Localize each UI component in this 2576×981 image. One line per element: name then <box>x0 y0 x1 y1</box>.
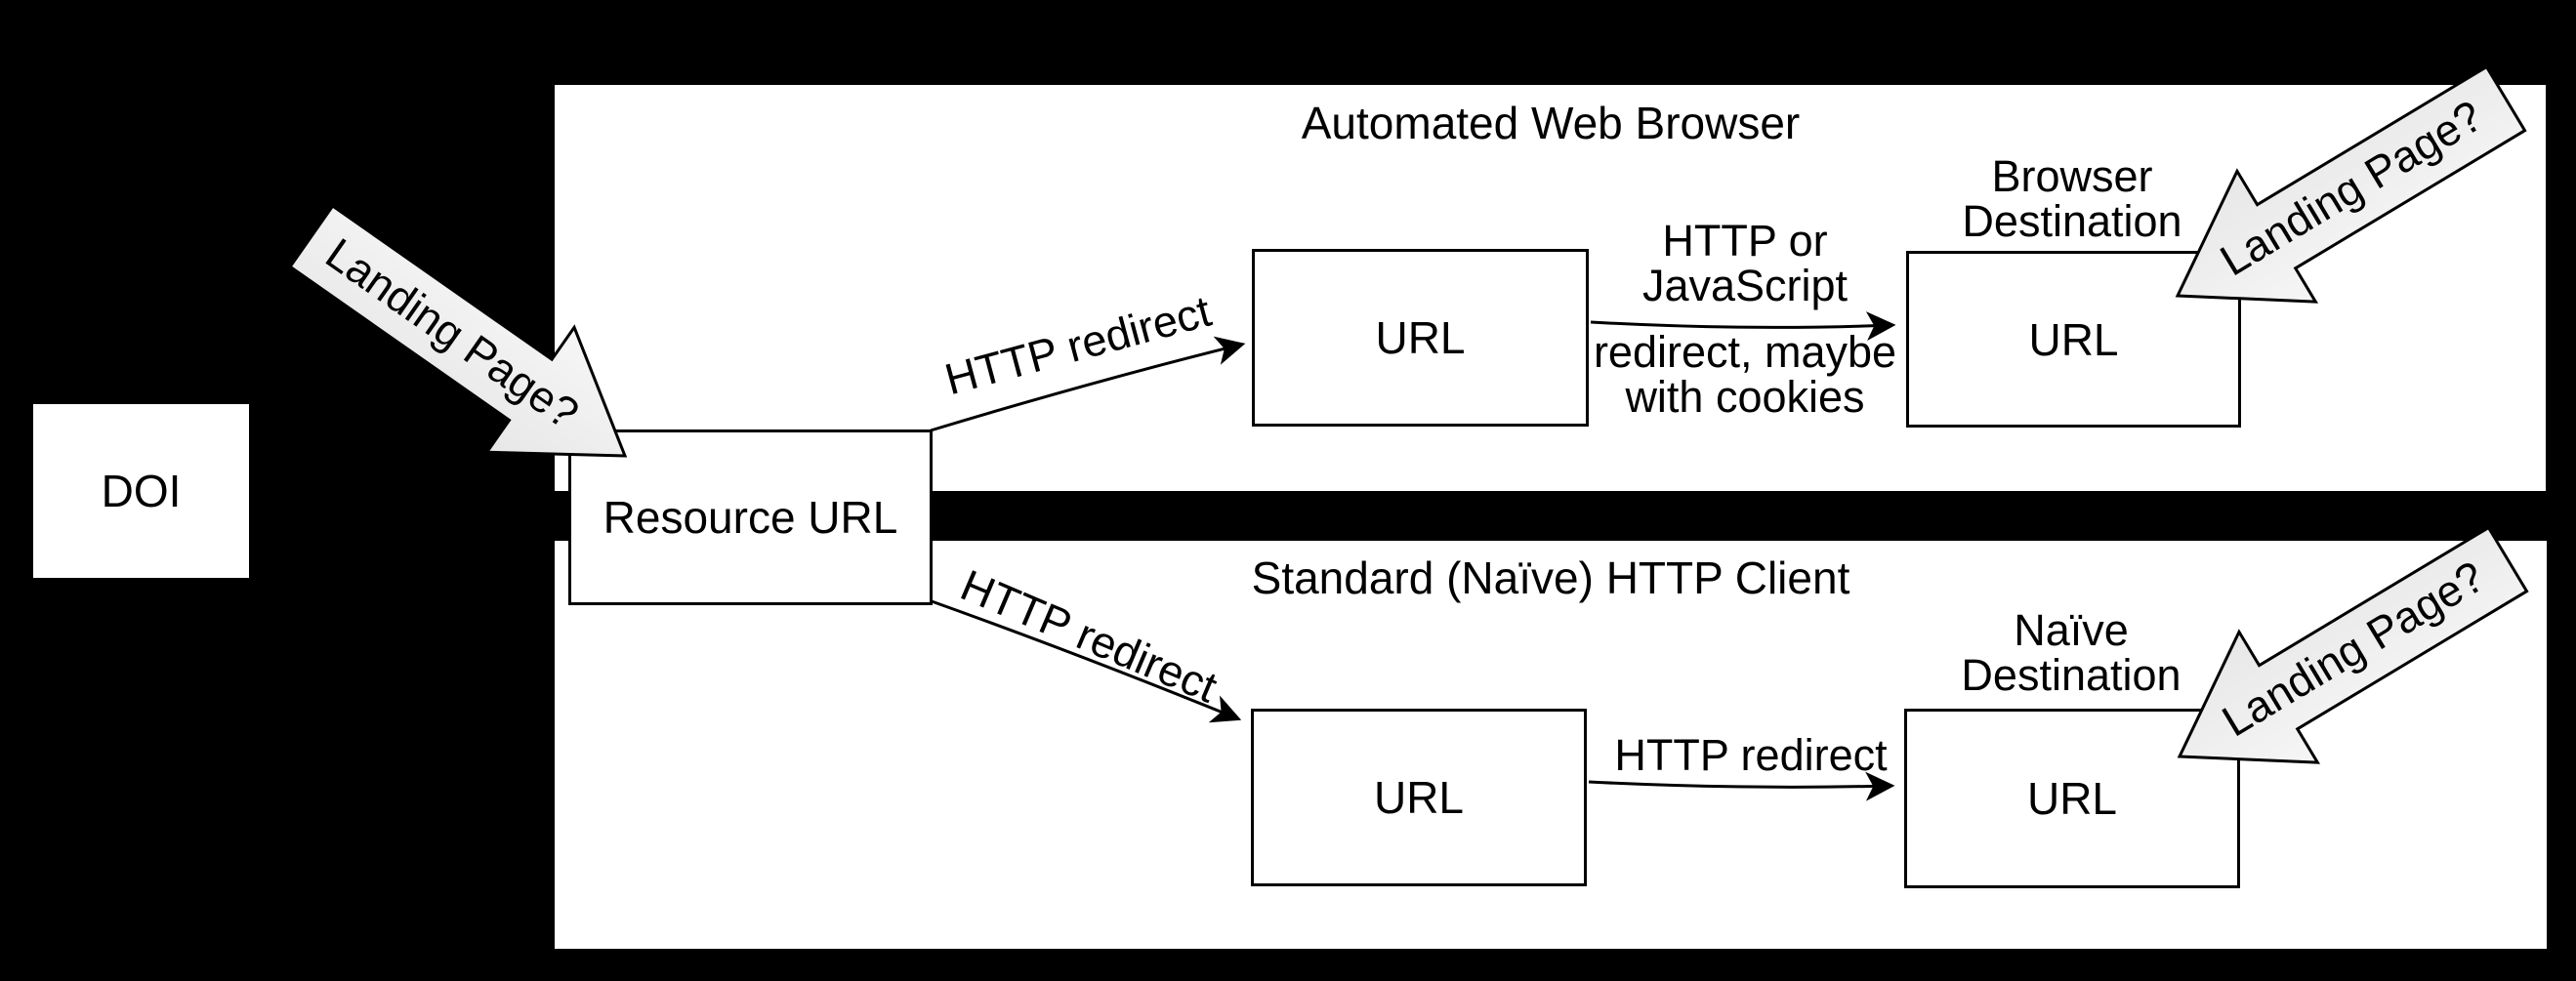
naive-destination-caption-line2: Destination <box>1961 650 2181 700</box>
doi-box-label: DOI <box>101 466 182 516</box>
browser-intermediate-url-box: URL <box>1252 249 1589 427</box>
browser-destination-url-label: URL <box>2028 313 2119 365</box>
browser-js-redirect-line4: with cookies <box>1625 372 1865 422</box>
browser-js-redirect-line1: HTTP or <box>1662 216 1828 266</box>
browser-js-redirect-line3: redirect, maybe <box>1593 327 1897 377</box>
browser-destination-caption-line2: Destination <box>1962 196 2182 246</box>
naive-destination-caption: Naïve Destination <box>1961 608 2181 698</box>
naive-destination-caption-line1: Naïve <box>2014 605 2129 655</box>
browser-js-redirect-label-bottom: redirect, maybe with cookies <box>1594 330 1896 420</box>
browser-js-redirect-label-top: HTTP or JavaScript <box>1642 219 1848 308</box>
resource-url-box-label: Resource URL <box>602 492 898 543</box>
browser-destination-caption: Browser Destination <box>1962 154 2181 244</box>
naive-destination-url-box: URL <box>1904 709 2240 888</box>
naive-http-redirect-label-2: HTTP redirect <box>1614 730 1888 780</box>
browser-js-redirect-line2: JavaScript <box>1641 261 1849 310</box>
naive-intermediate-url-label: URL <box>1373 772 1465 823</box>
browser-intermediate-url-label: URL <box>1375 312 1466 363</box>
naive-destination-url-label: URL <box>2026 773 2118 824</box>
naive-intermediate-url-box: URL <box>1251 709 1587 886</box>
automated-browser-panel-title: Automated Web Browser <box>1301 98 1801 148</box>
naive-client-panel-title: Standard (Naïve) HTTP Client <box>1251 552 1850 603</box>
doi-box: DOI <box>33 404 249 578</box>
resource-url-box: Resource URL <box>568 429 933 605</box>
landing-page-arrow-resource-label: Landing Page? <box>316 227 588 439</box>
browser-destination-url-box: URL <box>1906 251 2241 428</box>
browser-destination-caption-line1: Browser <box>1991 151 2153 201</box>
